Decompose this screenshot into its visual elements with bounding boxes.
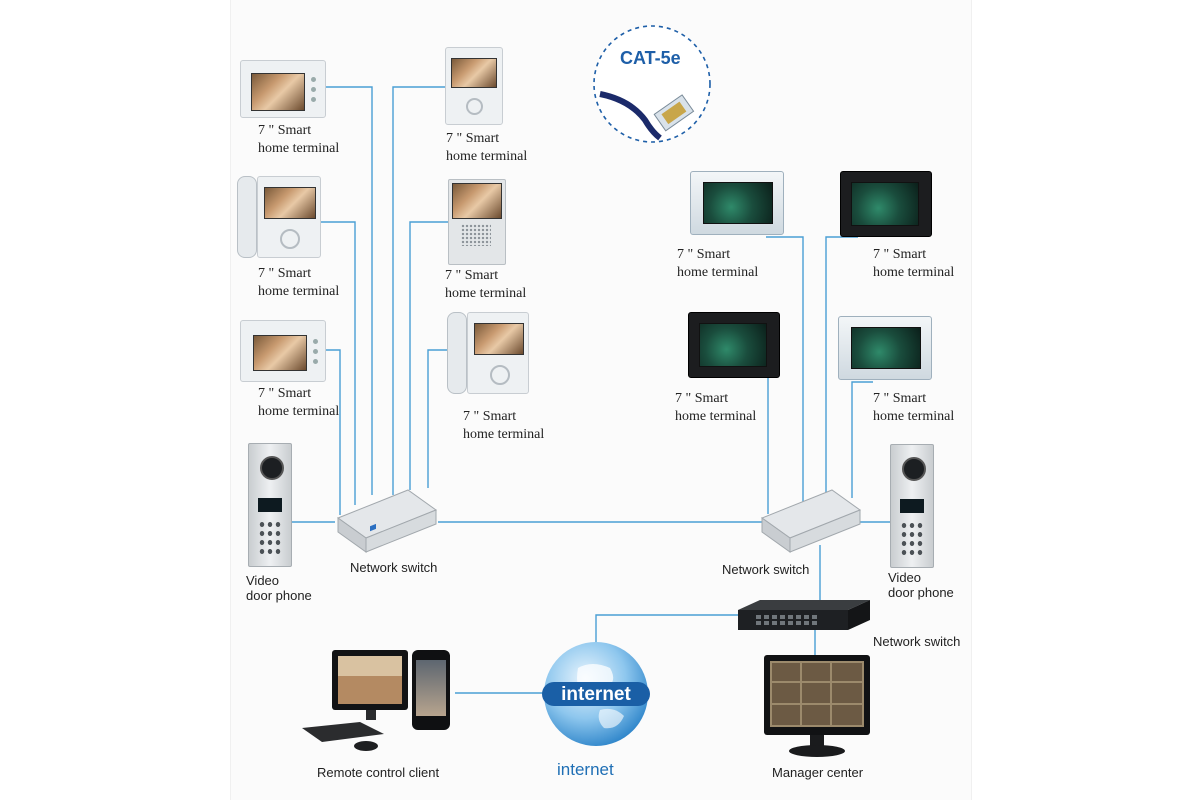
switch-box-icon [336, 489, 438, 553]
right-terminal-3-label: 7 " Smart home terminal [675, 391, 757, 424]
left-terminal-3 [240, 320, 326, 382]
manager-center-label: Manager center [772, 765, 864, 780]
rack-switch-icon [738, 600, 870, 630]
mid-terminal-2 [448, 179, 506, 265]
terminal-screen [251, 73, 305, 111]
nav-wheel-icon [490, 365, 510, 385]
left-terminal-2 [237, 176, 321, 262]
wire-right-terminal-4 [851, 381, 873, 498]
camera-icon [902, 457, 926, 481]
right-terminal-3 [688, 312, 780, 378]
wire-left-terminal-3 [325, 349, 341, 515]
handset-icon [447, 312, 467, 394]
terminal-screen [474, 323, 524, 355]
mid-terminal-2-label: 7 " Smart home terminal [445, 268, 527, 301]
left-terminal-1 [240, 60, 326, 118]
wire-right-terminal-1 [766, 236, 804, 514]
left-switch-label: Network switch [350, 560, 438, 575]
left-network-switch [336, 488, 438, 554]
smartphone-icon [412, 650, 450, 730]
cat5e-circle-icon [593, 25, 711, 143]
nav-wheel-icon [466, 98, 483, 115]
switch-box-icon [760, 489, 862, 553]
handset-icon [237, 176, 257, 258]
speaker-grille [461, 224, 491, 246]
terminal-screen [452, 183, 502, 219]
mid-terminal-1-label: 7 " Smart home terminal [446, 131, 528, 164]
remote-pc [302, 650, 462, 756]
wire-left-terminal-1 [325, 86, 373, 495]
terminal-button-icon [311, 97, 316, 102]
right-door-label: Video door phone [888, 570, 954, 600]
left-terminal-2-label: 7 " Smart home terminal [258, 266, 340, 299]
right-terminal-2-label: 7 " Smart home terminal [873, 247, 955, 280]
mid-terminal-1 [445, 47, 503, 125]
cat5e-badge: CAT-5e [590, 22, 714, 146]
terminal-screen [851, 182, 919, 226]
keypad [258, 520, 282, 556]
mid-terminal-3 [447, 312, 531, 398]
nav-wheel-icon [280, 229, 300, 249]
right-terminal-4-label: 7 " Smart home terminal [873, 391, 955, 424]
terminal-button-icon [313, 359, 318, 364]
terminal-screen [253, 335, 307, 371]
terminal-screen [703, 182, 773, 224]
core-switch-label: Network switch [873, 634, 961, 649]
monitor-icon [764, 655, 870, 757]
wire-right-terminal-2 [825, 236, 858, 498]
wire-mid-terminal-1 [392, 86, 445, 495]
terminal-body [257, 176, 321, 258]
right-terminal-1 [690, 171, 784, 235]
camera-icon [260, 456, 284, 480]
right-network-switch [760, 488, 862, 554]
manager-monitor [764, 655, 870, 759]
right-door-phone [890, 444, 934, 568]
terminal-button-icon [313, 339, 318, 344]
left-door-phone [248, 443, 292, 567]
computer-icon [302, 650, 408, 751]
terminal-button-icon [313, 349, 318, 354]
wire-left-terminal-2 [320, 221, 356, 505]
left-terminal-3-label: 7 " Smart home terminal [258, 386, 340, 419]
right-terminal-2 [840, 171, 932, 237]
door-display [258, 498, 282, 512]
remote-client-label: Remote control client [317, 765, 440, 780]
terminal-button-icon [311, 87, 316, 92]
terminal-body [467, 312, 529, 394]
internet-caption: internet [557, 760, 614, 779]
door-display [900, 499, 924, 513]
internet-globe: internet [540, 638, 652, 750]
terminal-screen [264, 187, 316, 219]
wire-core-internet [595, 614, 742, 645]
wire-mid-terminal-2 [409, 221, 448, 490]
wire-mid-terminal-3 [427, 349, 448, 488]
globe-label: internet [561, 684, 631, 705]
terminal-screen [699, 323, 767, 367]
right-switch-label: Network switch [722, 562, 810, 577]
terminal-screen [851, 327, 921, 369]
globe-icon [542, 642, 650, 746]
right-terminal-1-label: 7 " Smart home terminal [677, 247, 759, 280]
mid-terminal-3-label: 7 " Smart home terminal [463, 409, 545, 442]
keypad [900, 521, 924, 557]
terminal-screen [451, 58, 497, 88]
left-door-label: Video door phone [246, 573, 312, 603]
left-terminal-1-label: 7 " Smart home terminal [258, 123, 340, 156]
phone-screen [416, 660, 446, 716]
core-network-switch [738, 600, 870, 634]
right-terminal-4 [838, 316, 932, 380]
terminal-button-icon [311, 77, 316, 82]
cat5e-label: CAT-5e [620, 48, 681, 68]
